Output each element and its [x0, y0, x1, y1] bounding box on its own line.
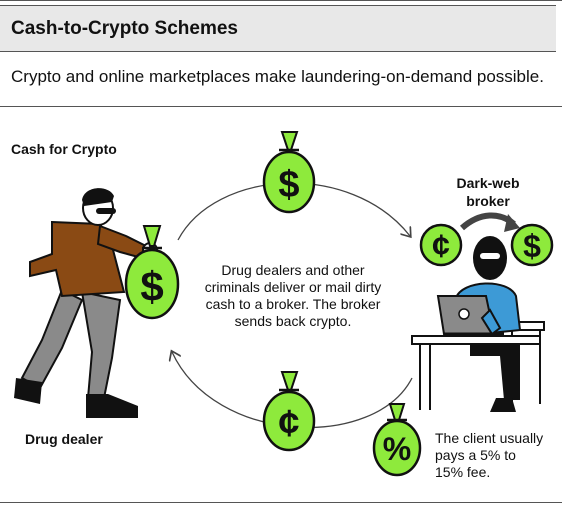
page-subtitle: Crypto and online marketplaces make laun… — [11, 67, 544, 86]
title-bar: Cash-to-Crypto Schemes — [0, 5, 556, 52]
bag-bottom-symbol: ¢ — [278, 403, 299, 445]
fee-note: The client usually pays a 5% to 15% fee. — [435, 430, 544, 480]
broker-label-line2: broker — [466, 193, 510, 209]
drug-dealer-figure-icon — [14, 188, 158, 418]
coin-left-symbol: ¢ — [432, 228, 450, 264]
section-label: Cash for Crypto — [11, 141, 117, 157]
broker-label: Dark-web broker — [442, 174, 534, 210]
dealer-label: Drug dealer — [25, 431, 103, 447]
top-rule — [0, 0, 562, 1]
money-bag-cent-icon — [262, 371, 316, 452]
page-title: Cash-to-Crypto Schemes — [11, 18, 238, 39]
bag-dealer-symbol: $ — [140, 263, 163, 310]
money-bag-dollar-icon — [262, 131, 316, 214]
bag-top-symbol: $ — [278, 164, 299, 206]
fee-money-bag-icon — [372, 403, 422, 477]
broker-figure-icon — [411, 236, 545, 412]
coin-right-symbol: $ — [523, 228, 541, 264]
broker-label-line1: Dark-web — [456, 175, 520, 191]
bottom-rule — [0, 502, 562, 503]
header-divider — [0, 106, 562, 107]
flow-description: Drug dealers and other criminals deliver… — [204, 262, 382, 329]
dealer-money-bag-icon — [124, 225, 180, 320]
coin-dollar-icon — [510, 223, 554, 267]
fee-bag-symbol: % — [383, 431, 411, 467]
coin-cent-icon — [419, 223, 463, 267]
